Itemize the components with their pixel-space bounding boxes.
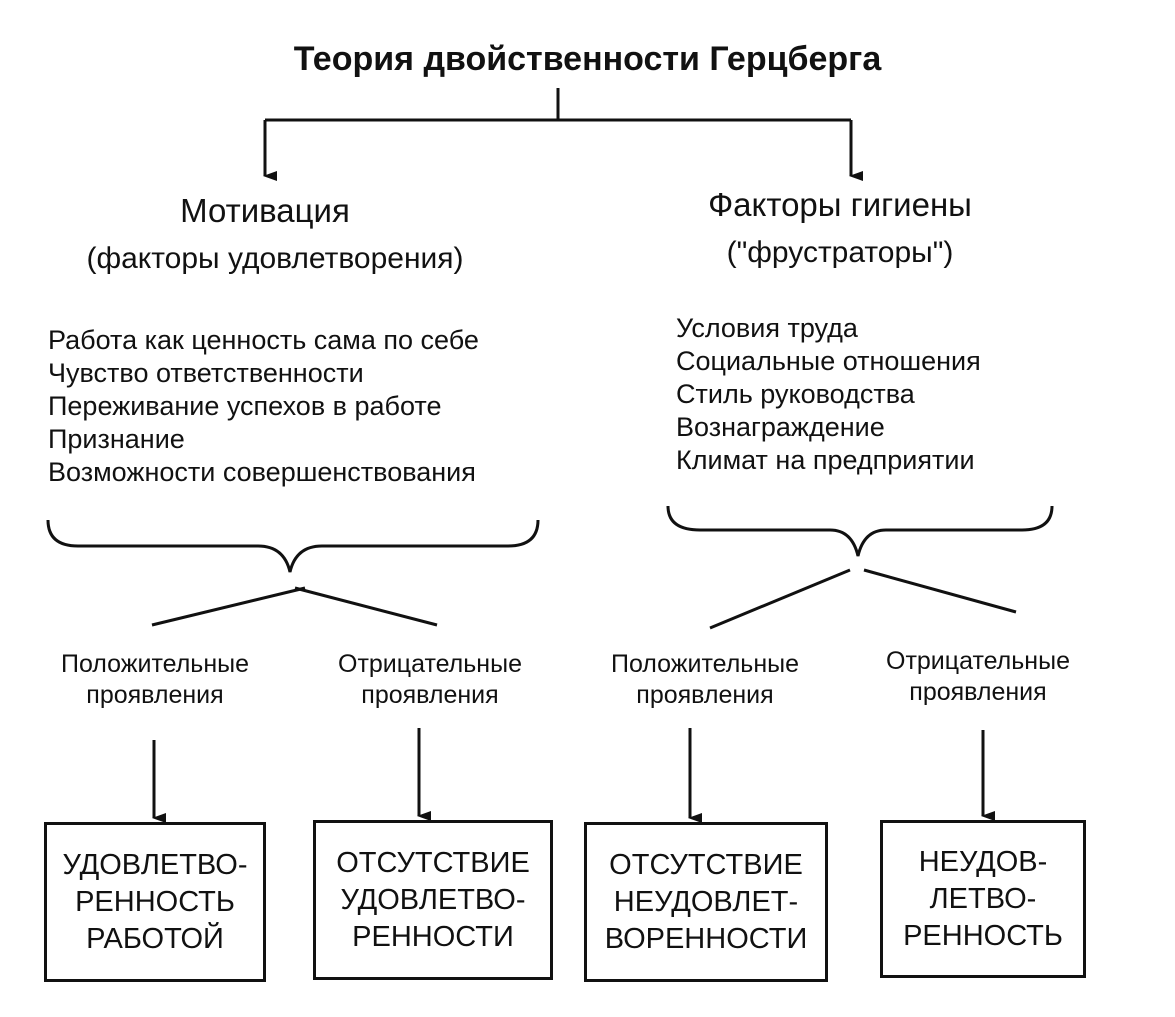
result-box-no-satisfaction: ОТСУТСТВИЕ УДОВЛЕТВО- РЕННОСТИ: [313, 820, 553, 980]
result-box-no-dissatisfaction: ОТСУТСТВИЕ НЕУДОВЛЕТ- ВОРЕННОСТИ: [584, 822, 828, 982]
motivation-factor: Чувство ответственности: [48, 358, 364, 388]
hygiene-negative-label: Отрицательные проявления: [886, 647, 1070, 706]
motivation-split-left: [151, 586, 306, 627]
motivation-subheading: (факторы удовлетворения): [86, 242, 464, 275]
hygiene-heading: Факторы гигиены: [708, 186, 972, 223]
motivation-factor: Возможности совершенствования: [48, 457, 476, 487]
hygiene-factor: Климат на предприятии: [676, 445, 975, 475]
motivation-factor-list: Работа как ценность сама по себе Чувство…: [48, 324, 479, 489]
hygiene-factor-list: Условия труда Социальные отношения Стиль…: [676, 312, 981, 477]
diagram-title: Теория двойственности Герцберга: [293, 40, 882, 78]
motivation-factor: Переживание успехов в работе: [48, 391, 442, 421]
motivation-factor: Признание: [48, 424, 185, 454]
result-box-dissatisfaction: НЕУДОВ- ЛЕТВО- РЕННОСТЬ: [880, 820, 1086, 978]
hygiene-factor: Вознаграждение: [676, 412, 885, 442]
motivation-split-right: [294, 586, 438, 627]
motivation-negative-label: Отрицательные проявления: [338, 650, 522, 709]
hygiene-factor: Стиль руководства: [676, 379, 915, 409]
hygiene-split-left: [709, 568, 851, 630]
motivation-factor: Работа как ценность сама по себе: [48, 325, 479, 355]
motivation-brace: [46, 519, 540, 573]
motivation-heading: Мотивация: [180, 192, 350, 229]
hygiene-positive-label: Положительные проявления: [610, 650, 800, 709]
hygiene-brace: [666, 505, 1054, 557]
hygiene-factor: Социальные отношения: [676, 346, 981, 376]
motivation-positive-label: Положительные проявления: [60, 650, 250, 709]
hygiene-split-right: [863, 568, 1017, 614]
result-box-satisfaction: УДОВЛЕТВО- РЕННОСТЬ РАБОТОЙ: [44, 822, 266, 982]
hygiene-factor: Условия труда: [676, 313, 858, 343]
hygiene-subheading: ("фрустраторы"): [726, 236, 954, 269]
